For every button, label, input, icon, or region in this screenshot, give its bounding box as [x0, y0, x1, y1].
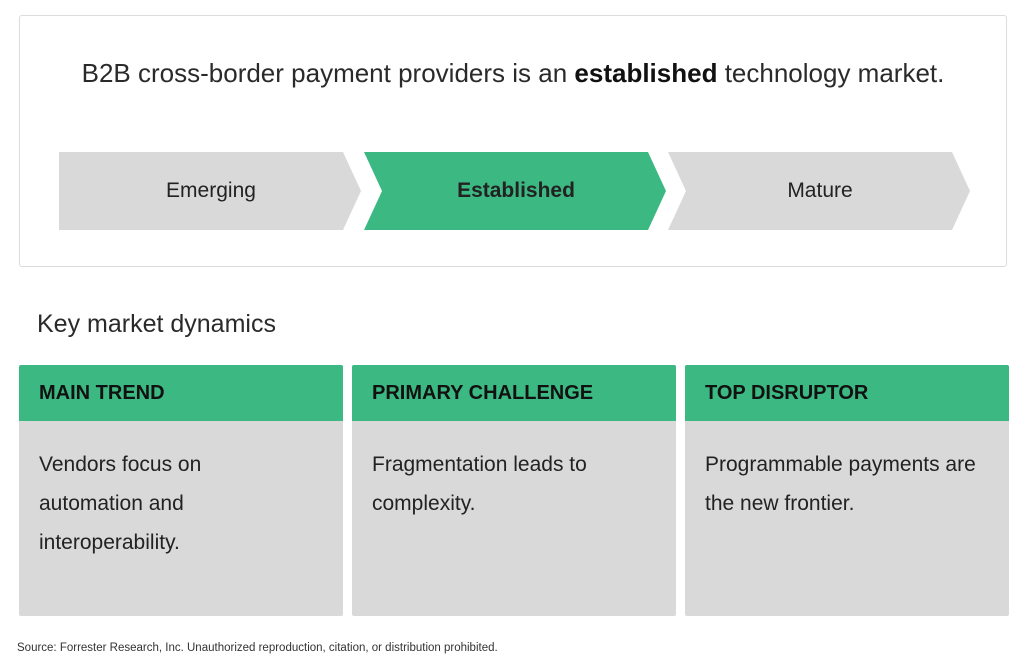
stage-label: Mature	[787, 179, 853, 202]
headline-emphasis: established	[574, 58, 718, 88]
stage-established: Established	[364, 152, 668, 230]
chevron-shape-icon	[668, 152, 970, 230]
headline-suffix: technology market.	[717, 58, 945, 88]
card-body: Programmable payments are the new fronti…	[705, 453, 976, 515]
card-header: PRIMARY CHALLENGE	[352, 365, 676, 421]
stage-label: Emerging	[166, 179, 256, 202]
stage-label: Established	[457, 179, 575, 202]
card-body: Vendors focus on automation and interope…	[39, 453, 202, 554]
card-top-disruptor: TOP DISRUPTOR Programmable payments are …	[685, 365, 1009, 616]
card-header: MAIN TREND	[19, 365, 343, 421]
card-header: TOP DISRUPTOR	[685, 365, 1009, 421]
source-note: Source: Forrester Research, Inc. Unautho…	[17, 642, 498, 654]
chevron-shape-icon	[364, 152, 666, 230]
dynamics-title: Key market dynamics	[37, 310, 276, 338]
card-main-trend: MAIN TREND Vendors focus on automation a…	[19, 365, 343, 616]
stage-mature: Mature	[668, 152, 972, 230]
card-primary-challenge: PRIMARY CHALLENGE Fragmentation leads to…	[352, 365, 676, 616]
headline-prefix: B2B cross-border payment providers is an	[81, 58, 575, 88]
card-body: Fragmentation leads to complexity.	[372, 453, 587, 515]
stage-emerging: Emerging	[59, 152, 363, 230]
chevron-shape-icon	[59, 152, 361, 230]
market-maturity-panel: B2B cross-border payment providers is an…	[19, 15, 1007, 267]
headline: B2B cross-border payment providers is an…	[20, 54, 1006, 92]
